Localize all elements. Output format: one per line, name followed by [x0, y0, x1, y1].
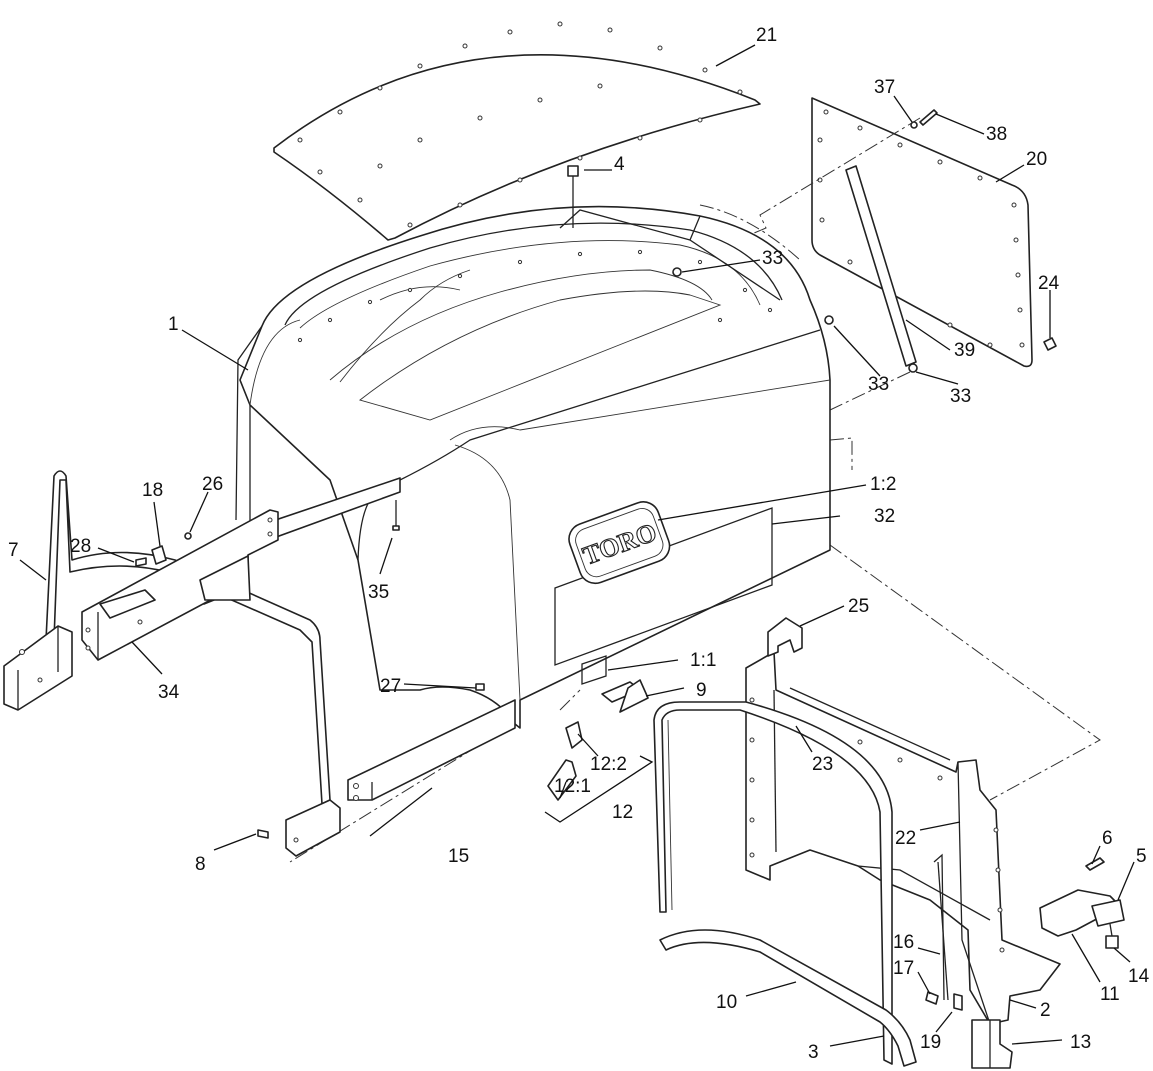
- part-24-screw: [1043, 337, 1057, 351]
- callout-37: 37: [874, 77, 895, 98]
- callout-32: 32: [874, 506, 895, 527]
- part-25-clip: [767, 617, 803, 657]
- part-27-screw: [475, 683, 485, 691]
- callout-18: 18: [142, 480, 163, 501]
- part-10-3-door-gasket: [653, 701, 917, 1067]
- callout-28: 28: [70, 536, 91, 557]
- callout-24: 24: [1038, 273, 1060, 294]
- callout-6: 6: [1102, 828, 1113, 849]
- callout-4: 4: [614, 154, 625, 175]
- callout-21: 21: [756, 25, 777, 46]
- callout-12: 12: [612, 802, 633, 823]
- leader-lines: [19, 44, 1135, 1047]
- callout-35: 35: [368, 582, 389, 603]
- part-9-12-latch: [547, 679, 649, 801]
- callout-33c: 33: [950, 386, 971, 407]
- callout-33b: 33: [868, 374, 889, 395]
- part-7-handrail: [45, 470, 331, 805]
- callout-27: 27: [380, 676, 401, 697]
- part-21-roof-panel: [273, 21, 761, 241]
- callout-14: 14: [1128, 966, 1150, 987]
- callout-3: 3: [808, 1042, 819, 1063]
- callout-23: 23: [812, 754, 833, 775]
- callout-33a: 33: [762, 248, 783, 269]
- callout-labels: 1 1:2 1:1 2 3 4 5 6 7 8 9 10 11 12 12:1 …: [8, 25, 1150, 1063]
- part-33-fasteners: [672, 267, 918, 373]
- callout-13: 13: [1070, 1032, 1091, 1053]
- callout-11: 11: [1100, 984, 1120, 1005]
- callout-19: 19: [920, 1032, 941, 1053]
- callout-1-1: 1:1: [690, 650, 716, 671]
- part-34-side-bracket: [81, 509, 279, 661]
- callout-38: 38: [986, 124, 1007, 145]
- part-39-support-rod: [845, 165, 917, 367]
- callout-26: 26: [202, 474, 223, 495]
- callout-39: 39: [954, 340, 975, 361]
- callout-16: 16: [893, 932, 914, 953]
- part-35-screw: [392, 500, 400, 531]
- part-1-1-label: [581, 655, 607, 685]
- part-37-38-bolt: [910, 109, 938, 129]
- callout-15: 15: [448, 846, 469, 867]
- part-20-rear-panel: [811, 97, 1033, 368]
- callout-1-2: 1:2: [870, 474, 896, 495]
- callout-34: 34: [158, 682, 180, 703]
- callout-7: 7: [8, 540, 19, 561]
- part-32-decal: [554, 507, 773, 666]
- callout-10: 10: [716, 992, 737, 1013]
- callout-12-2: 12:2: [590, 754, 627, 775]
- callout-17: 17: [893, 958, 914, 979]
- part-18-28-26-fasteners: [135, 532, 192, 567]
- callout-5: 5: [1136, 846, 1147, 867]
- part-13-block: [971, 1019, 1013, 1069]
- part-8-lower-foot: [285, 799, 341, 857]
- part-4-bolt: [567, 165, 579, 228]
- callout-9: 9: [696, 680, 707, 701]
- lower-left-bracket: [3, 625, 73, 711]
- part-16-17-19-rod: [925, 853, 963, 1011]
- callout-25: 25: [848, 596, 869, 617]
- part-1-cab-shell: TORO: [235, 204, 831, 729]
- callout-12-1: 12:1: [554, 776, 591, 797]
- callout-1: 1: [168, 314, 179, 335]
- part-8-screw: [257, 829, 269, 839]
- callout-20: 20: [1026, 149, 1047, 170]
- part-1-2-toro-logo: TORO: [568, 501, 671, 585]
- part-11-5-hinge-bracket: [1039, 857, 1125, 949]
- callout-8: 8: [195, 854, 206, 875]
- part-15-base-rail: [347, 699, 516, 801]
- callout-22: 22: [895, 828, 916, 849]
- callout-2: 2: [1040, 1000, 1051, 1021]
